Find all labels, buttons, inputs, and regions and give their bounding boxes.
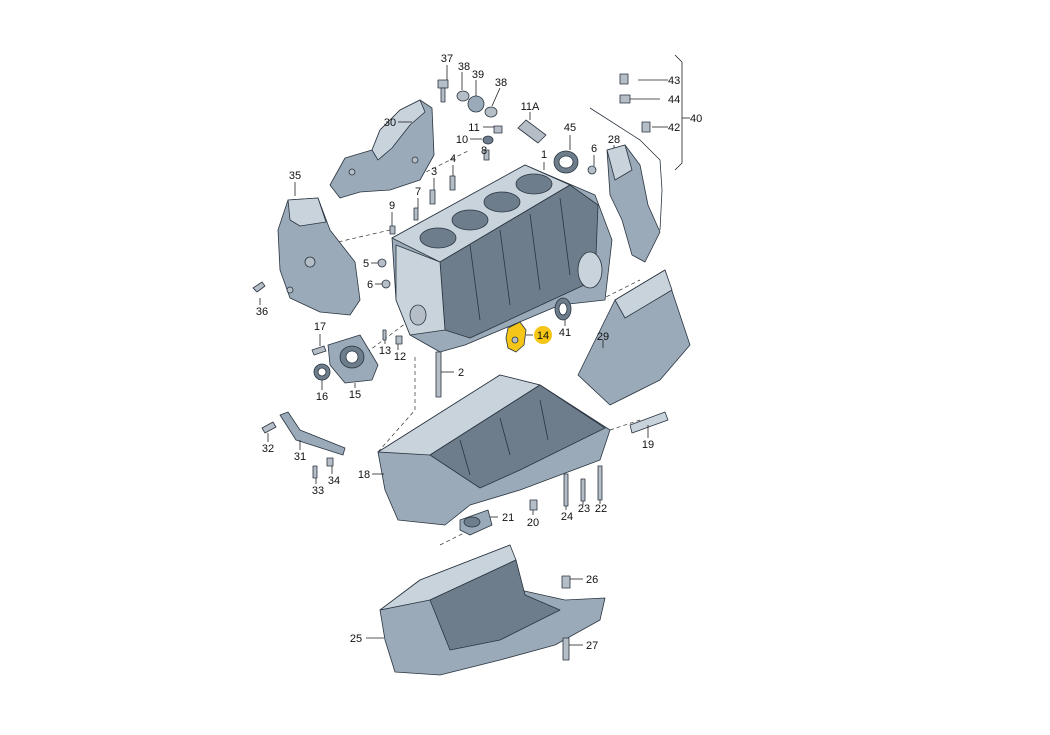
callout-42: 42 bbox=[668, 122, 680, 134]
callout-15: 15 bbox=[349, 389, 361, 401]
leader-lines bbox=[259, 54, 690, 646]
callout-17: 17 bbox=[314, 321, 326, 333]
callout-1: 1 bbox=[541, 149, 547, 161]
callout-25: 25 bbox=[350, 633, 362, 645]
lower-cover-part bbox=[277, 197, 361, 316]
callout-16: 16 bbox=[316, 391, 328, 403]
callout-12: 12 bbox=[394, 351, 406, 363]
callout-32: 32 bbox=[262, 443, 274, 455]
rear-cover-part bbox=[577, 269, 691, 406]
upper-cover-part bbox=[329, 99, 435, 199]
callout-8: 8 bbox=[481, 145, 487, 157]
callout-20: 20 bbox=[527, 517, 539, 529]
callout-11a: 11A bbox=[521, 101, 540, 113]
callout-5: 5 bbox=[363, 258, 369, 270]
lower-oil-pan-part bbox=[379, 544, 606, 676]
callout-45: 45 bbox=[564, 122, 576, 134]
callout-10: 10 bbox=[456, 134, 468, 146]
callout-13: 13 bbox=[379, 345, 391, 357]
callout-14-highlight: 14 bbox=[534, 326, 552, 344]
callout-22: 22 bbox=[595, 503, 607, 515]
callout-38: 38 bbox=[495, 77, 507, 89]
dipstick-tube-part bbox=[589, 107, 663, 231]
callout-23: 23 bbox=[578, 503, 590, 515]
callout-40: 40 bbox=[690, 113, 702, 125]
side-bracket-part bbox=[606, 144, 661, 263]
upper-oil-pan-part bbox=[377, 374, 611, 526]
callout-9: 9 bbox=[389, 200, 395, 212]
callout-44: 44 bbox=[668, 94, 680, 106]
callout-11: 11 bbox=[468, 122, 479, 134]
callout-27: 27 bbox=[586, 640, 598, 652]
callout-2: 2 bbox=[458, 367, 464, 379]
callout-21: 21 bbox=[502, 512, 514, 524]
callout-7: 7 bbox=[415, 186, 421, 198]
callout-26: 26 bbox=[586, 574, 598, 586]
callout-43: 43 bbox=[668, 75, 680, 87]
callout-6: 6 bbox=[367, 279, 373, 291]
callout-39: 39 bbox=[472, 69, 484, 81]
callout-34: 34 bbox=[328, 475, 340, 487]
callout-29: 29 bbox=[597, 331, 609, 343]
callout-19: 19 bbox=[642, 439, 654, 451]
callout-14: 14 bbox=[537, 330, 549, 342]
callout-31: 31 bbox=[294, 451, 306, 463]
callout-35: 35 bbox=[289, 170, 301, 182]
callout-41: 41 bbox=[559, 327, 571, 339]
small-parts bbox=[252, 73, 669, 661]
callout-33: 33 bbox=[312, 485, 324, 497]
callout-28: 28 bbox=[608, 134, 620, 146]
callout-30: 30 bbox=[384, 117, 396, 129]
callout-labels: 37 38 39 38 11A 43 44 42 40 30 11 10 8 4… bbox=[256, 53, 702, 652]
callout-3: 3 bbox=[431, 166, 437, 178]
cylinder-block-part bbox=[391, 164, 613, 353]
callout-24: 24 bbox=[561, 511, 573, 523]
callout-36: 36 bbox=[256, 306, 268, 318]
callout-18: 18 bbox=[358, 469, 370, 481]
callout-4: 4 bbox=[450, 153, 456, 165]
callout-37: 37 bbox=[441, 53, 453, 65]
callout-38: 38 bbox=[458, 61, 470, 73]
callout-6: 6 bbox=[591, 143, 597, 155]
